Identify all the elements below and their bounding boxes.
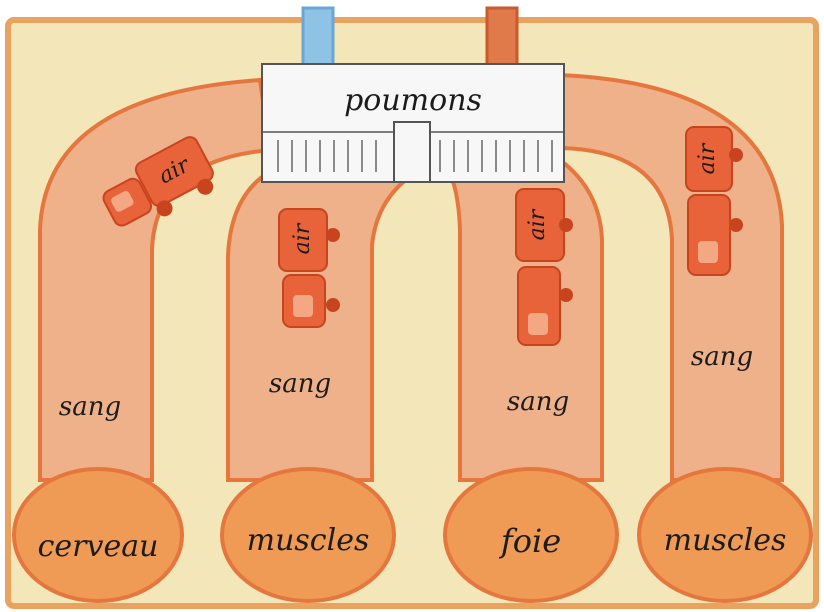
organ-label-muscles-left: muscles — [247, 523, 370, 558]
organ-label-muscles-right: muscles — [664, 523, 787, 558]
truck-window — [698, 241, 718, 263]
truck-wheel — [559, 218, 573, 232]
truck-label: air — [290, 222, 315, 254]
lungs-building: poumons — [262, 64, 564, 182]
blood-label: sang — [507, 387, 569, 417]
blood-label: sang — [59, 392, 121, 422]
truck-wheel — [559, 288, 573, 302]
lungs-label: poumons — [344, 83, 482, 118]
organ-label-cerveau: cerveau — [38, 529, 159, 564]
truck-wheel — [729, 148, 743, 162]
truck-window — [528, 313, 548, 335]
lungs-door — [394, 122, 430, 182]
blood-label: sang — [269, 369, 331, 399]
truck-wheel — [729, 218, 743, 232]
truck-window — [293, 295, 313, 317]
truck-wheel — [326, 228, 340, 242]
blood-label: sang — [691, 342, 753, 372]
blue-pipe — [303, 8, 333, 68]
truck-label: air — [525, 208, 550, 240]
red-pipe — [487, 8, 517, 70]
truck-wheel — [326, 298, 340, 312]
organ-label-foie: foie — [499, 522, 561, 560]
truck-label: air — [695, 142, 720, 174]
